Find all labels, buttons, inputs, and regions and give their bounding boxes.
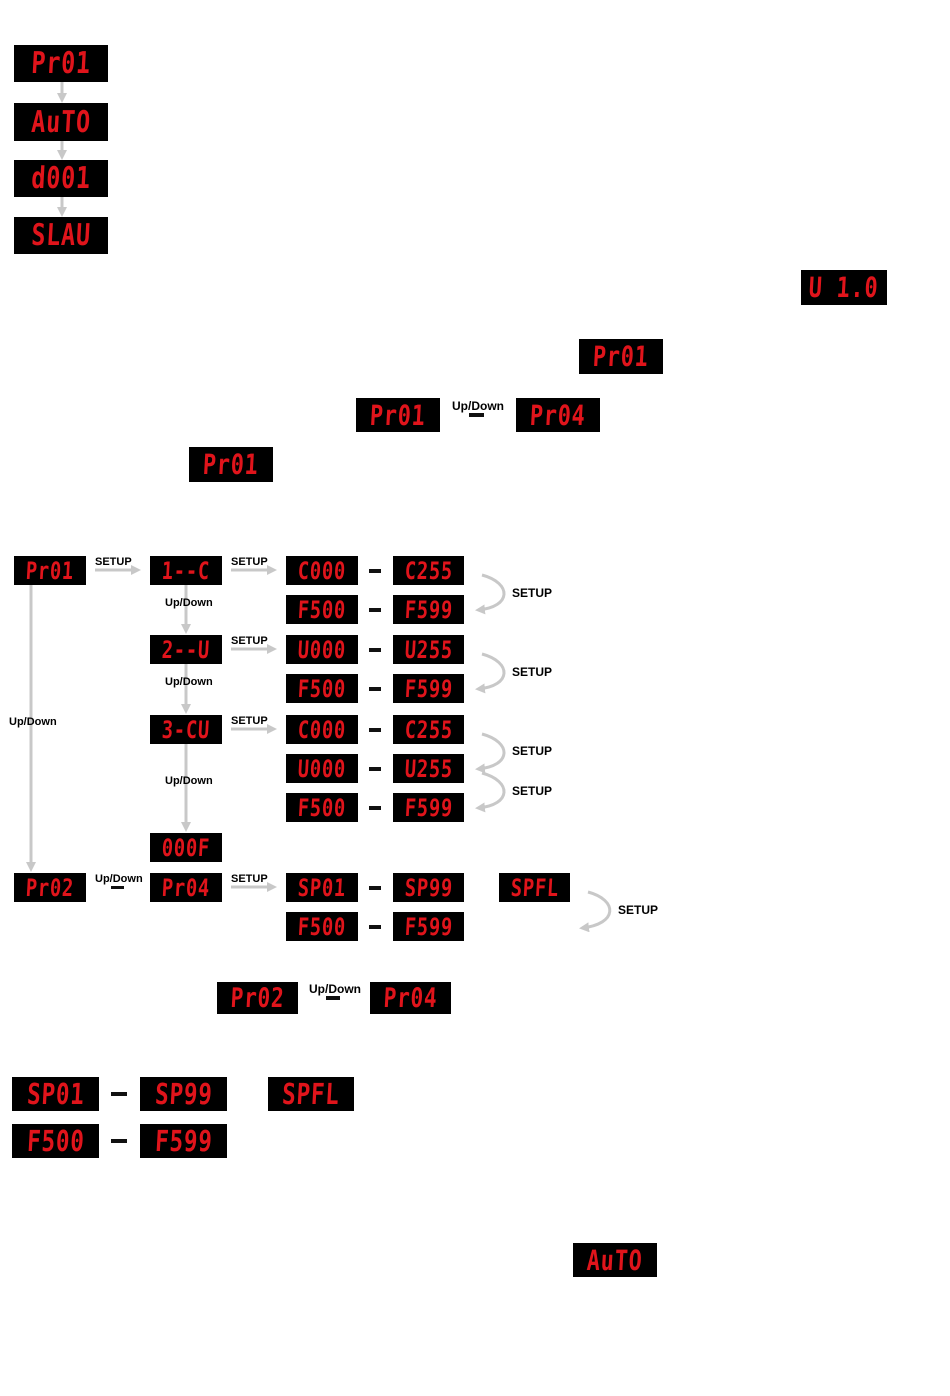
value-display: SP99 [393,873,464,902]
standalone-sp-to: SP99 [140,1077,227,1111]
value-display: U000 [286,635,358,664]
value-display: F500 [286,793,358,822]
value-display: U255 [393,635,464,664]
value-display: C255 [393,556,464,585]
display-range2-from: Pr02 [217,982,298,1014]
range-dash [369,886,381,890]
setup-loop-label-3: SETUP [512,744,553,758]
updown-label-mode-1: Up/Down [165,597,213,609]
flow-bottom-from: Pr02 [14,873,86,902]
setup-label-root: SETUP [95,556,132,568]
value-display: F599 [393,674,464,703]
value-display: SP01 [286,873,358,902]
value-display: F599 [393,912,464,941]
range-dash [111,1092,127,1096]
range-dash [369,728,381,732]
range-dash [369,806,381,810]
standalone-spfl: SPFL [268,1077,354,1111]
display-top-4: SLAU [14,217,108,254]
display-range2-to: Pr04 [370,982,451,1014]
value-display: F599 [393,595,464,624]
range-dash [369,925,381,929]
updown-label-2: Up/Down [309,982,361,996]
range-dash [369,569,381,573]
setup-label-mode-1: SETUP [231,556,268,568]
updown-label: Up/Down [452,399,504,413]
display-top-1: Pr01 [14,45,108,82]
display-single: Pr01 [189,447,273,482]
value-display: F599 [393,793,464,822]
display-mid: Pr01 [579,339,663,374]
display-top-2: AuTO [14,103,108,141]
updown-label-mode-2: Up/Down [165,676,213,688]
setup-loop-label-4: SETUP [512,784,553,798]
display-range-to: Pr04 [516,398,600,432]
value-display: F500 [286,674,358,703]
spfl-display: SPFL [499,873,570,902]
value-display: U000 [286,754,358,783]
flow-bottom-to: Pr04 [150,873,222,902]
range-dash [111,1139,127,1143]
updown-label-vertical: Up/Down [9,716,57,728]
standalone-fs-to: F599 [140,1124,227,1158]
updown-label-bottom: Up/Down [95,873,143,885]
value-display: C000 [286,715,358,744]
display-top-3: d001 [14,160,108,197]
range-dash [111,886,124,889]
setup-label-mode-3: SETUP [231,715,268,727]
range-dash [369,767,381,771]
range-dash [469,413,484,417]
range-dash [369,608,381,612]
value-display: U255 [393,754,464,783]
standalone-fs-from: F500 [12,1124,99,1158]
mode-display-1: 1--C [150,556,222,585]
mode-display-3: 3-CU [150,715,222,744]
value-display: F500 [286,912,358,941]
updown-label-mode-3: Up/Down [165,775,213,787]
display-version: U 1.0 [801,270,887,305]
value-display: C255 [393,715,464,744]
flow-root-display: Pr01 [14,556,86,585]
value-display: F500 [286,595,358,624]
setup-loop-label-1: SETUP [512,586,553,600]
value-display: C000 [286,556,358,585]
setup-loop-label-2: SETUP [512,665,553,679]
display-range-from: Pr01 [356,398,440,432]
setup-label-bottom: SETUP [231,873,268,885]
display-bottom: AuTO [573,1243,657,1277]
range-dash [369,687,381,691]
range-dash [369,648,381,652]
mode-display-2: 2--U [150,635,222,664]
setup-loop-label-5: SETUP [618,903,659,917]
setup-label-mode-2: SETUP [231,635,268,647]
standalone-sp-from: SP01 [12,1077,99,1111]
range-dash [326,996,340,1000]
mode-display-4: 000F [150,833,222,862]
